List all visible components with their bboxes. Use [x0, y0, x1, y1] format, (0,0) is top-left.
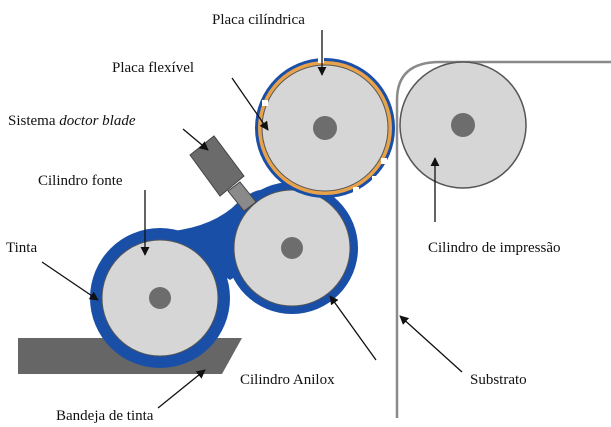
arrow-bandeja-tinta	[157, 369, 206, 409]
label-placa-cilindrica: Placa cilíndrica	[212, 12, 305, 28]
plate-notches	[262, 57, 387, 193]
arrow-sistema-doctor-blade	[182, 128, 209, 151]
label-sistema-italic: doctor blade	[59, 113, 136, 129]
label-tinta: Tinta	[6, 240, 37, 256]
arrow-placa-flexivel	[231, 77, 269, 131]
label-sistema-doctor-blade: Sistema doctor blade	[8, 113, 136, 129]
impression-cylinder-hub	[451, 113, 475, 137]
fountain-cylinder-hub	[149, 287, 171, 309]
anilox-cylinder-hub	[281, 237, 303, 259]
label-cilindro-fonte: Cilindro fonte	[38, 173, 123, 189]
label-bandeja-tinta: Bandeja de tinta	[56, 408, 154, 424]
arrow-cilindro-anilox	[329, 295, 377, 361]
label-cilindro-impressao: Cilindro de impressão	[428, 240, 560, 256]
label-cilindro-anilox: Cilindro Anilox	[240, 372, 335, 388]
label-substrato: Substrato	[470, 372, 527, 388]
label-sistema-prefix: Sistema	[8, 113, 59, 129]
arrow-substrato	[399, 315, 463, 373]
arrow-tinta	[41, 261, 99, 301]
substrate	[395, 60, 611, 418]
label-placa-flexivel: Placa flexível	[112, 60, 194, 76]
doctor-blade-system	[189, 135, 257, 212]
plate-cylinder-hub	[313, 116, 337, 140]
